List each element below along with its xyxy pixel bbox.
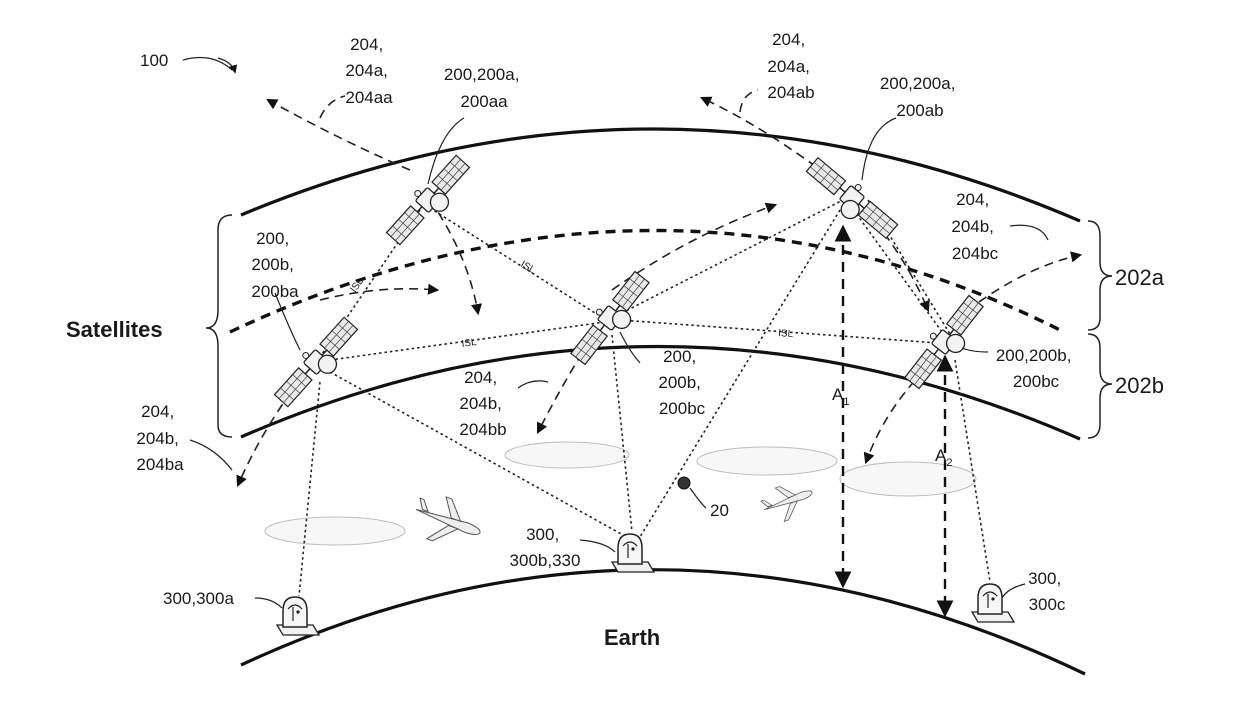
- isl-link: [867, 199, 951, 335]
- ground-link: [611, 334, 633, 533]
- layer-a-label: 202a: [1115, 265, 1165, 290]
- altitude-2-label: A2: [935, 446, 952, 469]
- leader-line: [961, 347, 989, 353]
- callout-path-ba: 204, 204b, 204ba: [136, 402, 184, 474]
- callout-path-ab: 204, 204a, 204ab: [767, 30, 814, 102]
- path-arrow: [266, 98, 411, 171]
- layer-b-bracket: [1087, 333, 1113, 439]
- cloud: [504, 441, 630, 469]
- layer-b-label: 202b: [1115, 373, 1164, 398]
- altitude-1-label: A1: [832, 385, 849, 408]
- callout-sat-aa: 200,200a, 200aa: [444, 65, 524, 111]
- ground-station-300a-icon: [276, 596, 320, 636]
- isl-label: ISL: [778, 328, 794, 340]
- leader-line: [427, 117, 465, 185]
- cloud: [839, 461, 977, 497]
- leader-line: [217, 57, 238, 74]
- earth-surface: [240, 568, 1086, 676]
- orbit-boundary-outer: [240, 127, 1081, 223]
- leader-line: [861, 117, 897, 181]
- object-20-icon: [677, 476, 691, 490]
- isl-link: [611, 199, 844, 319]
- leader-line: [182, 57, 233, 71]
- path-arrow: [319, 283, 440, 301]
- leader-line: [189, 439, 233, 471]
- callout-path-aa: 204, 204a, 204aa: [345, 35, 393, 107]
- path-arrow: [429, 199, 482, 316]
- satellite-200aa-icon: [381, 150, 478, 253]
- callout-sat-ab: 200,200a, 200ab: [880, 74, 960, 120]
- isl-label: ISL: [461, 337, 478, 350]
- leader-line: [274, 292, 301, 351]
- path-arrow: [319, 95, 346, 119]
- callout-sat-bb: 200, 200b, 200bc: [658, 347, 705, 418]
- ground-link: [329, 371, 633, 541]
- callout-gs-b: 300, 300b,330: [510, 525, 581, 570]
- path-arrow: [739, 89, 759, 113]
- object-20-label: 20: [710, 501, 729, 520]
- cloud: [696, 446, 838, 476]
- leader-line: [689, 487, 707, 509]
- layer-a-bracket: [1087, 220, 1113, 331]
- callout-gs-a: 300,300a: [163, 589, 234, 608]
- isl-link: [329, 321, 606, 361]
- leader-line: [1001, 583, 1026, 599]
- path-arrow: [864, 209, 930, 313]
- satellites-bracket: [205, 214, 233, 438]
- path-arrow: [863, 369, 926, 465]
- airplane-icon: [758, 476, 819, 528]
- satellite-200ba-icon: [269, 312, 366, 415]
- leader-line: [254, 597, 283, 609]
- leader-line: [619, 331, 641, 364]
- callout-path-bb: 204, 204b, 204bb: [459, 368, 506, 439]
- leader-line: [1009, 224, 1049, 241]
- earth-label: Earth: [604, 625, 660, 650]
- ground-station-300b-icon: [611, 533, 655, 573]
- orbit-boundary-inner: [240, 344, 1081, 441]
- isl-link: [429, 207, 596, 314]
- isl-link: [619, 319, 939, 344]
- ground-link: [298, 381, 321, 597]
- callout-path-bc: 204, 204b, 204bc: [951, 190, 998, 263]
- leader-line: [579, 539, 616, 553]
- ground-station-300c-icon: [971, 583, 1015, 623]
- path-arrow: [236, 379, 301, 488]
- airplane-icon: [407, 488, 488, 556]
- leader-line: [517, 380, 549, 389]
- callout-sat-ba: 200, 200b, 200ba: [251, 229, 299, 301]
- cloud: [264, 516, 406, 546]
- path-arrow: [536, 339, 591, 434]
- callout-sat-bc: 200,200b, 200bc: [996, 346, 1076, 391]
- satellite-200bb-icon: [565, 267, 658, 372]
- ground-link: [954, 359, 991, 583]
- satellites-label: Satellites: [66, 317, 163, 342]
- figure-reference: 100: [140, 51, 168, 70]
- orbit-boundary-middle: [229, 228, 1061, 334]
- satellite-200ab-icon: [799, 152, 903, 247]
- callout-gs-c: 300, 300c: [1028, 569, 1066, 614]
